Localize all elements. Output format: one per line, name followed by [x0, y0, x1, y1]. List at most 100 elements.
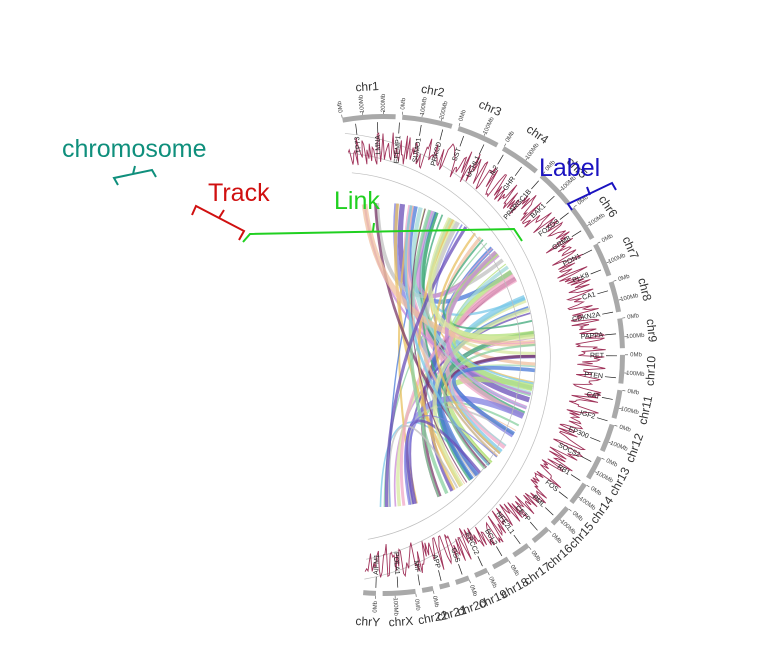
gene-pointer: [531, 180, 539, 190]
gene-name: RB1: [556, 464, 571, 477]
gene-pointer: [419, 124, 422, 136]
tick-label: 0Mb: [413, 599, 421, 612]
chromosome-band: [512, 543, 530, 558]
gene-label-ret: RET: [590, 353, 617, 360]
label-callout-text: Label: [539, 154, 600, 182]
chromosome-band: [439, 581, 451, 590]
gene-name: CDKN2A: [572, 311, 602, 323]
tick-label: 100Mb: [607, 253, 627, 266]
chromosome-band: [600, 423, 615, 453]
gene-name: ERCC2: [463, 532, 479, 557]
gene-pointer: [396, 576, 399, 588]
gene-label-efemp1: EFEMP1: [394, 122, 403, 164]
chromosome-band: [570, 206, 595, 240]
gene-label-sst: SST: [452, 135, 465, 163]
tick-label: 0Mb: [509, 564, 521, 578]
chromosome-band: [611, 389, 623, 419]
gene-name: TP73: [354, 136, 363, 154]
tick-mark: [608, 441, 612, 444]
link-ribbon: [404, 205, 490, 467]
gene-pointer: [355, 123, 358, 135]
gene-label-lmna: LMNA: [375, 122, 382, 155]
gene-pointer: [439, 129, 444, 141]
link-ribbon: [404, 415, 498, 505]
link-ribbon: [410, 208, 468, 483]
tick-mark: [618, 408, 623, 410]
gene-name: IL2: [489, 164, 500, 176]
tick-label: 0Mb: [589, 486, 603, 498]
gene-name: AIFM1: [373, 554, 381, 575]
link-ribbon: [450, 269, 533, 392]
tick-label: 0Mb: [468, 584, 478, 598]
gene-label-il2: IL2: [489, 154, 504, 176]
gene-pointer: [513, 534, 521, 545]
chromosome-label: chr22: [417, 608, 449, 627]
tick-mark: [548, 530, 552, 533]
tick-mark: [614, 425, 618, 427]
chromosome-label: chr9: [644, 318, 660, 343]
chromosome-label: chr15: [566, 519, 597, 551]
tick-mark: [341, 114, 343, 118]
tick-label: 200Mb: [439, 100, 449, 120]
gene-name: SUMO1: [412, 137, 423, 163]
track-line: [347, 132, 606, 578]
gene-name: CAT: [586, 391, 601, 401]
gene-name: FOS: [544, 479, 560, 494]
chromosome-band: [550, 506, 570, 526]
gene-pointer: [559, 212, 569, 220]
tick-label: 100Mb: [483, 116, 496, 136]
link-ribbon: [408, 209, 449, 495]
tick-label: 0Mb: [373, 600, 379, 613]
link-ribbon: [387, 425, 459, 507]
gene-name: RET: [590, 353, 605, 360]
tick-label: 0Mb: [487, 576, 498, 590]
tick-label: 0Mb: [550, 533, 563, 546]
gene-name: EFEMP1: [394, 135, 403, 164]
tick-label: 100Mb: [392, 597, 399, 616]
gene-name: SST: [452, 147, 463, 163]
gene-label-bcl2: BCL2: [483, 528, 503, 557]
tick-mark: [601, 457, 605, 460]
tick-mark: [597, 241, 601, 244]
chromosome-band: [608, 281, 622, 313]
gene-pointer: [558, 491, 568, 499]
gene-pointer: [581, 249, 593, 256]
tick-mark: [587, 223, 591, 226]
chromosome-band: [382, 588, 416, 596]
gene-label-plk8: PLK8: [572, 269, 602, 285]
link-ribbon: [420, 211, 527, 409]
tick-label: 0Mb: [630, 352, 642, 358]
link-ribbon: [452, 366, 536, 436]
chromosome-label: chr4: [524, 122, 551, 147]
tick-mark: [618, 299, 622, 301]
gene-pointer: [604, 376, 616, 379]
tick-mark: [487, 572, 490, 576]
gene-name: IGF2: [579, 410, 596, 421]
gene-pointer: [514, 166, 522, 177]
chromosome-callout-text: chromosome: [62, 135, 207, 163]
tick-label: 0Mb: [627, 313, 640, 321]
label-callout: Label: [539, 154, 617, 211]
chromosome-band: [586, 456, 602, 480]
gene-pointer: [459, 135, 465, 147]
link-ribbon: [409, 312, 531, 504]
link-ribbon: [393, 203, 462, 488]
tick-label: 100Mb: [578, 496, 597, 512]
tick-label: 100Mb: [626, 333, 645, 340]
chromosome-band: [569, 482, 587, 505]
chromosome-band: [618, 354, 625, 384]
gene-name: POLA1: [392, 552, 400, 575]
track-ring: [348, 152, 536, 560]
tick-mark: [525, 157, 528, 161]
track-ring: [351, 172, 522, 540]
tick-label: 0Mb: [618, 274, 632, 283]
gene-pointer: [398, 122, 400, 134]
chromosome-band: [492, 556, 510, 570]
tick-mark: [573, 204, 577, 208]
gene-name: BCL2: [483, 528, 498, 547]
tick-mark: [594, 471, 598, 474]
chromosome-label: chr8: [635, 276, 654, 302]
